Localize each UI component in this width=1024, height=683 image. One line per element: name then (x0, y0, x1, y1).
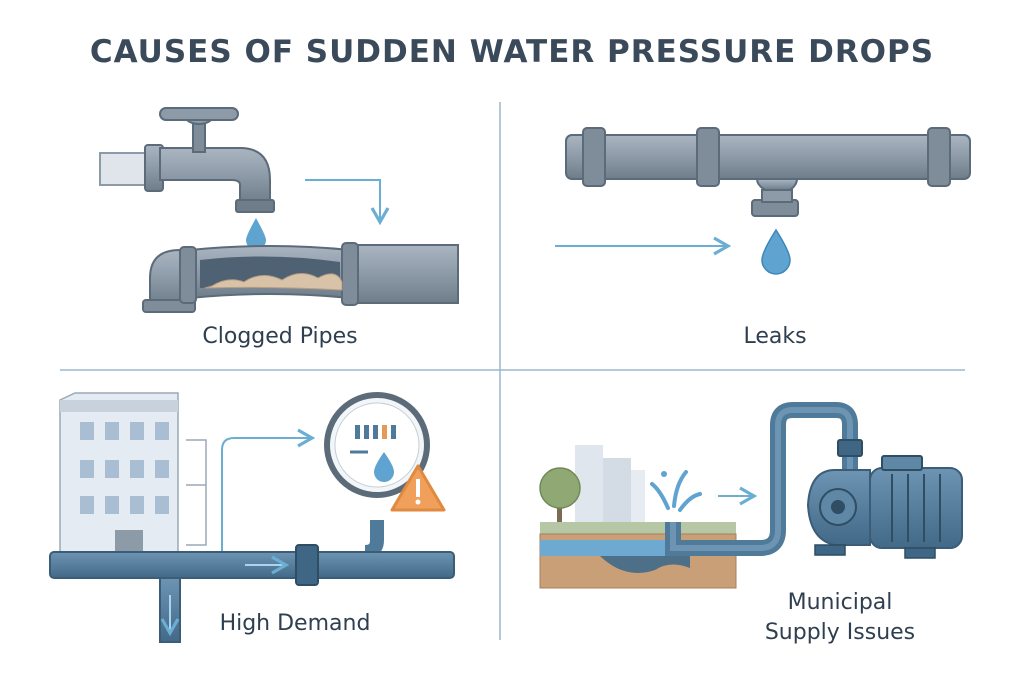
flow-arrow (305, 179, 390, 226)
caption-clogged-pipes: Clogged Pipes (202, 324, 358, 349)
water-drop-icon (246, 218, 266, 250)
city-skyline (575, 445, 645, 525)
sediment (204, 273, 343, 291)
warning-icon (390, 464, 446, 512)
clogged-pipe-icon (142, 242, 459, 313)
page-title: CAUSES OF SUDDEN WATER PRESSURE DROPS (89, 34, 935, 70)
water-drop-icon (761, 228, 791, 275)
bracket (186, 439, 207, 546)
faucet-icon (99, 107, 275, 213)
building-icon (59, 392, 179, 553)
burst-water (650, 470, 702, 512)
ground-cross-section (539, 522, 737, 589)
flow-arrow (221, 428, 316, 552)
caption-leaks: Leaks (743, 324, 807, 349)
tree-icon (539, 467, 581, 525)
caption-municipal-line1: Municipal (787, 590, 893, 615)
pressure-gauge-icon (324, 392, 430, 559)
caption-high-demand: High Demand (219, 611, 371, 636)
caption-municipal-line2: Supply Issues (764, 620, 916, 645)
pump-icon (806, 439, 963, 559)
pipe-icon (565, 127, 971, 217)
